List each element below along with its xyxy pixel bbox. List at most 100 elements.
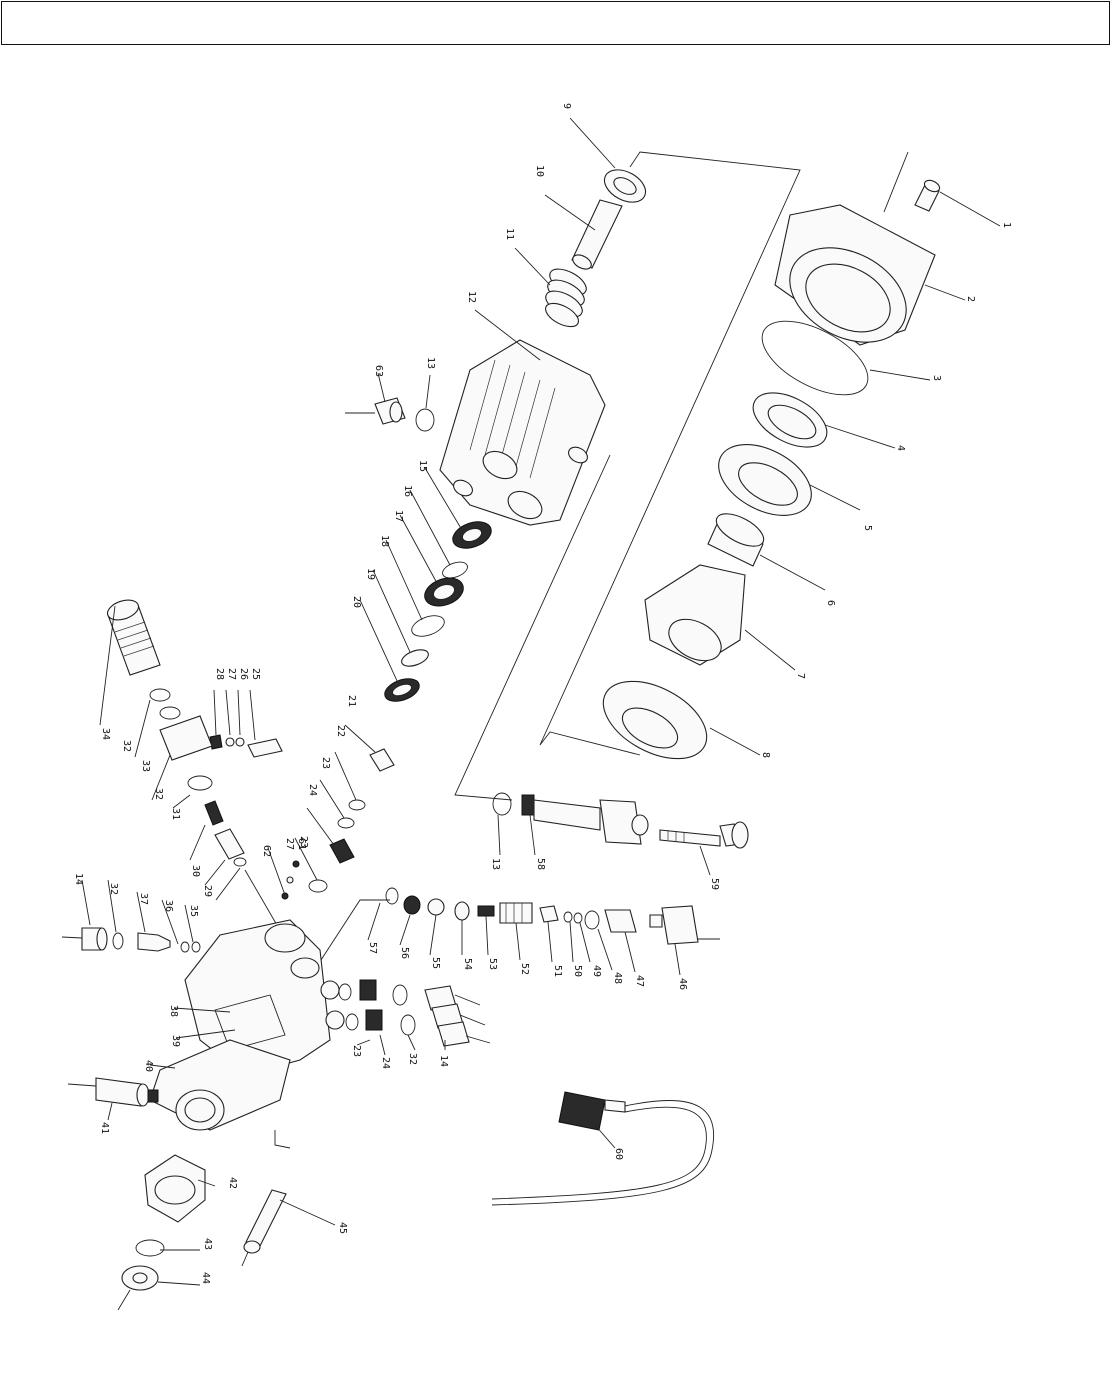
part-label: 19 bbox=[365, 568, 376, 580]
part-4-seal bbox=[752, 392, 896, 449]
part-label: 61 bbox=[296, 838, 307, 850]
part-label: 3 bbox=[931, 375, 942, 381]
part-label: 27 bbox=[284, 838, 295, 850]
part-label: 32 bbox=[407, 1053, 418, 1065]
part-38-40-manifold bbox=[149, 919, 331, 1131]
part-label: 8 bbox=[760, 752, 771, 758]
part-label: 9 bbox=[561, 103, 572, 109]
part-label: 24 bbox=[380, 1057, 391, 1069]
part-label: 43 bbox=[202, 1238, 213, 1250]
part-label: 40 bbox=[143, 1060, 154, 1072]
part-label: 63 bbox=[373, 365, 384, 377]
part-label: 32 bbox=[121, 740, 132, 752]
part-label: 50 bbox=[572, 965, 583, 977]
part-label: 20 bbox=[351, 596, 362, 608]
part-5-bearing bbox=[718, 444, 861, 516]
part-label: 42 bbox=[227, 1177, 238, 1189]
part-label: 17 bbox=[393, 510, 404, 522]
parts-29-34-inlet-fitting bbox=[99, 599, 304, 971]
parts-25-28-pressure-switch bbox=[209, 689, 283, 758]
part-label: 60 bbox=[613, 1148, 624, 1160]
part-11-spring bbox=[514, 247, 587, 328]
part-label: 45 bbox=[337, 1222, 348, 1234]
part-label: 29 bbox=[202, 885, 213, 897]
part-label: 48 bbox=[612, 972, 623, 984]
part-60-hose-filter bbox=[491, 1091, 715, 1206]
part-label: 41 bbox=[99, 1122, 110, 1134]
part-label: 7 bbox=[795, 673, 806, 679]
part-label: 13 bbox=[490, 858, 501, 870]
part-label: 5 bbox=[862, 525, 873, 531]
part-1-bolt bbox=[914, 179, 1001, 227]
part-label: 14 bbox=[73, 873, 84, 885]
part-label: 18 bbox=[379, 535, 390, 547]
part-label: 10 bbox=[534, 165, 545, 177]
part-label: 47 bbox=[634, 975, 645, 987]
part-label: 24 bbox=[307, 784, 318, 796]
part-45-pin bbox=[241, 1189, 336, 1267]
parts-14-37-unloader-left bbox=[61, 879, 201, 953]
part-label: 35 bbox=[188, 905, 199, 917]
assembly-guide-lines bbox=[274, 151, 909, 1149]
part-8-seal-plate bbox=[602, 680, 761, 760]
part-9-retainer-ring bbox=[569, 117, 647, 203]
part-label: 58 bbox=[535, 858, 546, 870]
part-label: 38 bbox=[168, 1005, 179, 1017]
parts-42-44-cap bbox=[117, 1154, 216, 1311]
parts-23-14-manifold-plugs bbox=[320, 979, 491, 1056]
part-label: 32 bbox=[153, 788, 164, 800]
part-label: 37 bbox=[138, 893, 149, 905]
part-label: 23 bbox=[351, 1045, 362, 1057]
part-label: 11 bbox=[504, 228, 515, 240]
part-label: 27 bbox=[226, 668, 237, 680]
part-label: 16 bbox=[402, 485, 413, 497]
part-label: 23 bbox=[320, 757, 331, 769]
part-label: 49 bbox=[591, 965, 602, 977]
part-label: 59 bbox=[709, 878, 720, 890]
part-label: 6 bbox=[825, 600, 836, 606]
part-label: 21 bbox=[346, 695, 357, 707]
part-13-washer-top bbox=[415, 374, 435, 432]
part-7-wobble-plate bbox=[644, 564, 796, 671]
part-label: 31 bbox=[170, 808, 181, 820]
part-label: 52 bbox=[519, 963, 530, 975]
part-label: 28 bbox=[214, 668, 225, 680]
part-10-piston bbox=[544, 194, 623, 270]
header-box bbox=[1, 1, 1110, 45]
part-label: 13 bbox=[425, 357, 436, 369]
part-3-o-ring bbox=[761, 320, 931, 396]
part-label: 57 bbox=[367, 942, 378, 954]
part-label: 12 bbox=[466, 291, 477, 303]
part-12-pump-housing bbox=[439, 309, 606, 526]
part-label: 30 bbox=[190, 865, 201, 877]
part-label: 1 bbox=[1001, 222, 1012, 228]
part-label: 25 bbox=[250, 668, 261, 680]
part-6-sleeve bbox=[707, 513, 826, 591]
part-label: 36 bbox=[163, 900, 174, 912]
part-label: 56 bbox=[399, 947, 410, 959]
part-label: 51 bbox=[552, 965, 563, 977]
part-label: 34 bbox=[100, 728, 111, 740]
part-label: 39 bbox=[170, 1035, 181, 1047]
part-41-outlet-fitting bbox=[67, 1077, 159, 1121]
part-label: 15 bbox=[417, 460, 428, 472]
part-label: 62 bbox=[261, 845, 272, 857]
part-63-plug bbox=[345, 372, 406, 425]
part-label: 4 bbox=[895, 445, 906, 451]
part-label: 26 bbox=[238, 668, 249, 680]
part-label: 22 bbox=[335, 725, 346, 737]
part-label: 33 bbox=[140, 760, 151, 772]
part-label: 14 bbox=[438, 1055, 449, 1067]
part-label: 44 bbox=[200, 1272, 211, 1284]
parts-13-58-59-lower-shaft bbox=[492, 792, 749, 876]
parts-15-20-packing-stack bbox=[359, 467, 492, 702]
part-label: 23 bbox=[298, 836, 309, 848]
part-2-flange-cover bbox=[774, 204, 966, 346]
part-label: 46 bbox=[677, 978, 688, 990]
part-number-labels: 1 2 3 4 5 6 7 8 9 10 11 12 13 13 14 14 1… bbox=[73, 103, 1012, 1284]
parts-21-24-valve bbox=[294, 724, 395, 893]
part-label: 2 bbox=[965, 296, 976, 302]
part-label: 53 bbox=[487, 958, 498, 970]
part-label: 55 bbox=[430, 957, 441, 969]
